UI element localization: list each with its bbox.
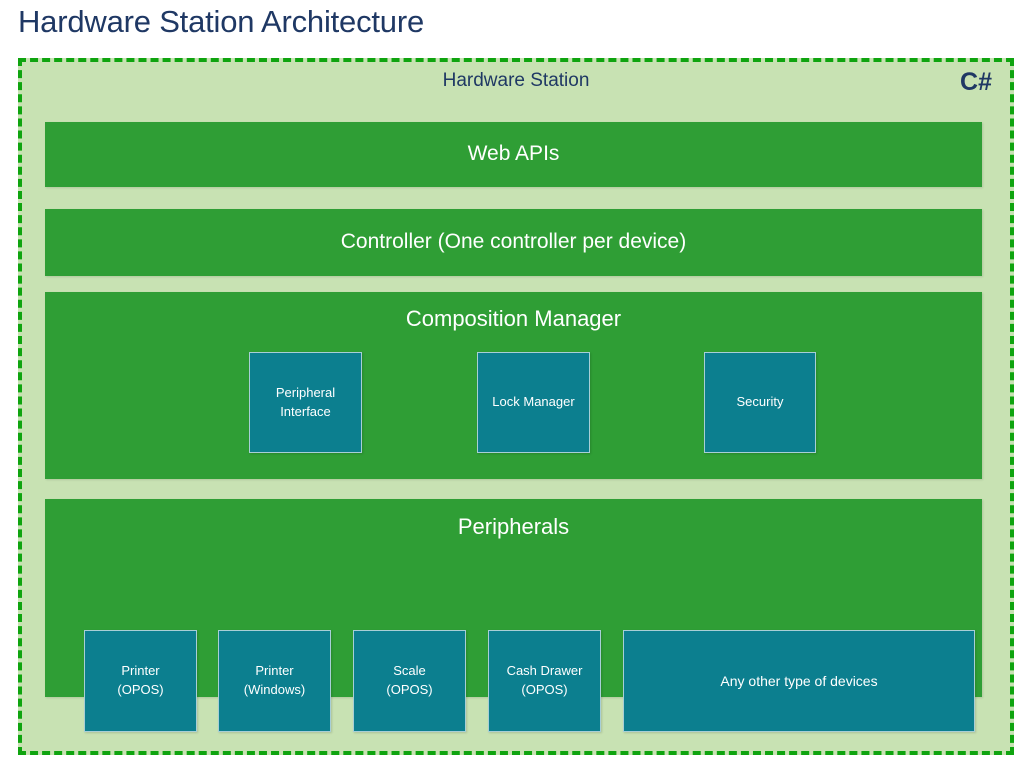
component-security: Security bbox=[704, 352, 816, 453]
layer-web-apis: Web APIs bbox=[45, 122, 982, 187]
layer-controller: Controller (One controller per device) bbox=[45, 209, 982, 276]
component-security-label: Security bbox=[736, 394, 784, 410]
hardware-station-container: Hardware Station C# Web APIs Controller … bbox=[18, 58, 1014, 755]
device-any-other-devices: Any other type of devices bbox=[623, 630, 975, 732]
language-tag-csharp: C# bbox=[960, 68, 992, 96]
device-cash-drawer-opos-label: Cash Drawer (OPOS) bbox=[506, 663, 583, 697]
layer-controller-label: Controller (One controller per device) bbox=[340, 230, 687, 253]
device-printer-opos: Printer (OPOS) bbox=[84, 630, 197, 732]
component-peripheral-interface: Peripheral Interface bbox=[249, 352, 362, 453]
device-any-other-devices-label: Any other type of devices bbox=[720, 672, 878, 689]
container-title: Hardware Station bbox=[442, 70, 590, 91]
device-printer-windows-label: Printer (Windows) bbox=[243, 663, 306, 697]
component-lock-manager: Lock Manager bbox=[477, 352, 590, 453]
page-title: Hardware Station Architecture bbox=[18, 4, 425, 39]
device-printer-windows: Printer (Windows) bbox=[218, 630, 331, 732]
component-lock-manager-label: Lock Manager bbox=[492, 394, 575, 410]
layer-composition-manager: Composition Manager Peripheral Interface… bbox=[45, 292, 982, 479]
device-printer-opos-label: Printer (OPOS) bbox=[117, 663, 164, 697]
device-scale-opos: Scale (OPOS) bbox=[353, 630, 466, 732]
layer-composition-manager-label: Composition Manager bbox=[405, 306, 622, 331]
layer-web-apis-label: Web APIs bbox=[467, 142, 560, 165]
device-scale-opos-label: Scale (OPOS) bbox=[386, 663, 433, 697]
device-cash-drawer-opos: Cash Drawer (OPOS) bbox=[488, 630, 601, 732]
layer-peripherals-label: Peripherals bbox=[457, 514, 570, 539]
component-peripheral-interface-label: Peripheral Interface bbox=[275, 384, 336, 419]
layer-peripherals: Peripherals Printer (OPOS) Printer (Wind… bbox=[45, 499, 982, 732]
